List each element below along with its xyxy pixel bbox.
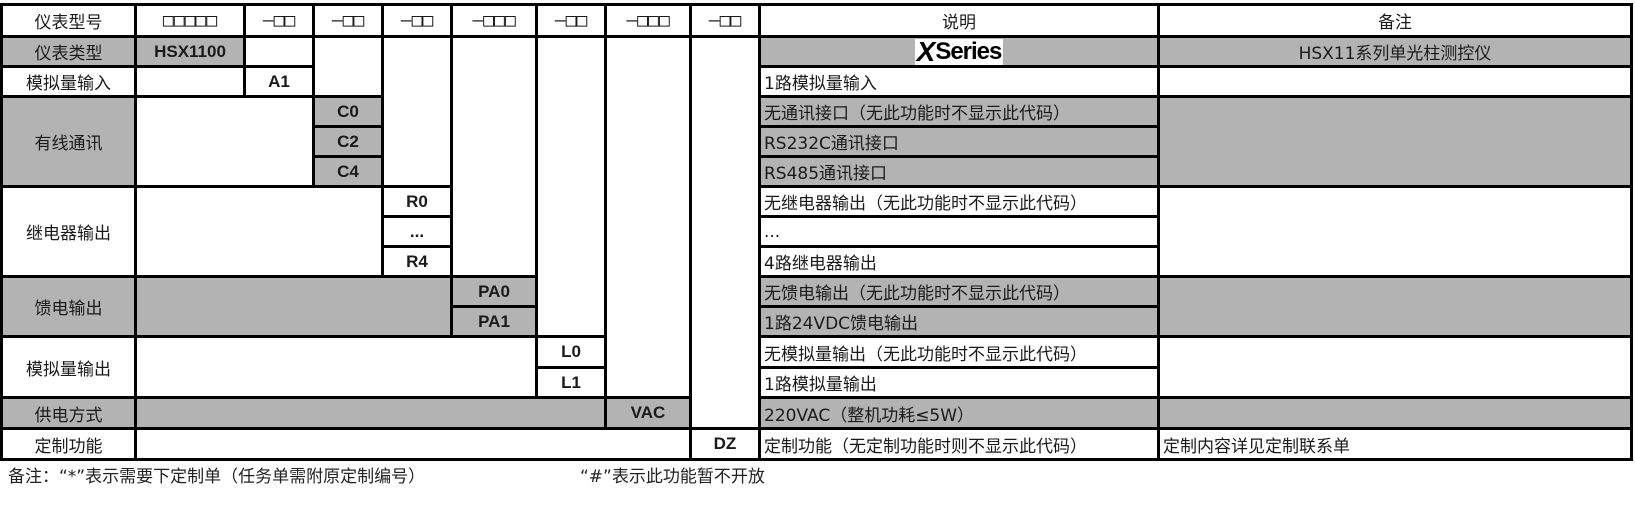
analog-input-description: 1路模拟量输入 <box>758 65 1160 98</box>
analog-input-remark <box>1157 65 1633 98</box>
x-series-logo: X Series <box>914 35 1004 67</box>
wired-comm-code-c0: C0 <box>312 95 384 128</box>
analog-input-code: A1 <box>243 65 315 98</box>
type-label: 仪表类型 <box>0 35 137 68</box>
analog-output-label: 模拟量输出 <box>0 335 137 399</box>
wired-comm-code-c2: C2 <box>312 125 384 158</box>
analog-output-code-l0: L0 <box>535 335 607 369</box>
relay-output-label: 继电器输出 <box>0 185 137 278</box>
header-model-code-6: —□□ <box>535 3 607 38</box>
wired-comm-empty <box>134 95 315 188</box>
col5-empty-upper <box>450 35 538 278</box>
feed-output-code-pa0: PA0 <box>450 275 538 308</box>
type-empty-col2 <box>243 35 315 68</box>
header-model-code-3: —□□ <box>312 3 384 38</box>
feed-output-empty <box>134 275 453 338</box>
custom-code: DZ <box>689 427 761 461</box>
header-model-code-4: —□□ <box>381 3 453 38</box>
relay-output-desc-r4: 4路继电器输出 <box>758 245 1160 278</box>
custom-description: 定制功能（无定制功能时则不显示此代码） <box>758 427 1160 461</box>
header-model-code-7: —□□□ <box>604 3 692 38</box>
type-description-logo-cell: X Series <box>758 35 1160 68</box>
analog-output-desc-l0: 无模拟量输出（无此功能时不显示此代码） <box>758 335 1160 369</box>
x-mark-icon: X <box>916 35 936 67</box>
relay-output-code-ellipsis: ... <box>381 215 453 248</box>
wired-comm-label: 有线通讯 <box>0 95 137 188</box>
wired-comm-desc-c2: RS232C通讯接口 <box>758 125 1160 158</box>
header-description: 说明 <box>758 3 1160 38</box>
relay-output-desc-ellipsis: ... <box>758 215 1160 248</box>
type-remark: HSX11系列单光柱测控仪 <box>1157 35 1633 68</box>
type-code: HSX1100 <box>134 35 246 68</box>
relay-output-empty <box>134 185 384 278</box>
header-model-code-2: —□□ <box>243 3 315 38</box>
analog-output-desc-l1: 1路模拟量输出 <box>758 366 1160 399</box>
wired-comm-remark <box>1157 95 1633 188</box>
col8-empty-upper <box>689 35 761 430</box>
col6-empty-upper <box>535 35 607 338</box>
feed-output-desc-pa1: 1路24VDC馈电输出 <box>758 305 1160 338</box>
wired-comm-desc-c0: 无通讯接口（无此功能时不显示此代码） <box>758 95 1160 128</box>
custom-remark: 定制内容详见定制联系单 <box>1157 427 1633 461</box>
power-supply-description: 220VAC（整机功耗≤5W） <box>758 396 1160 430</box>
power-supply-code: VAC <box>604 396 692 430</box>
analog-input-empty <box>134 65 246 98</box>
custom-label: 定制功能 <box>0 427 137 461</box>
logo-text: Series <box>935 37 1002 65</box>
col7-empty-upper <box>604 35 692 399</box>
analog-input-label: 模拟量输入 <box>0 65 137 98</box>
col4-empty-upper <box>381 35 453 188</box>
analog-output-remark <box>1157 335 1633 399</box>
relay-output-remark <box>1157 185 1633 278</box>
feed-output-code-pa1: PA1 <box>450 305 538 338</box>
header-model-code-1: □□□□□ <box>134 3 246 38</box>
power-supply-empty <box>134 396 607 430</box>
wired-comm-code-c4: C4 <box>312 155 384 188</box>
model-selection-table: 仪表型号 □□□□□ —□□ —□□ —□□ —□□□ —□□ —□□□ —□□… <box>0 3 1633 461</box>
feed-output-remark <box>1157 275 1633 338</box>
power-supply-label: 供电方式 <box>0 396 137 430</box>
analog-output-empty <box>134 335 538 399</box>
wired-comm-desc-c4: RS485通讯接口 <box>758 155 1160 188</box>
feed-output-desc-pa0: 无馈电输出（无此功能时不显示此代码） <box>758 275 1160 308</box>
power-supply-remark <box>1157 396 1633 430</box>
relay-output-desc-r0: 无继电器输出（无此功能时不显示此代码） <box>758 185 1160 218</box>
header-model-code-5: —□□□ <box>450 3 538 38</box>
header-row-label: 仪表型号 <box>0 3 137 38</box>
custom-empty <box>134 427 692 461</box>
relay-output-code-r0: R0 <box>381 185 453 218</box>
header-remarks: 备注 <box>1157 3 1633 38</box>
header-model-code-8: —□□ <box>689 3 761 38</box>
footer-note-unavailable: “#”表示此功能暂不开放 <box>580 467 765 487</box>
col3-empty-upper <box>312 35 384 98</box>
relay-output-code-r4: R4 <box>381 245 453 278</box>
feed-output-label: 馈电输出 <box>0 275 137 338</box>
footer-note-custom-order: 备注：“*”表示需要下定制单（任务单需附原定制编号） <box>8 467 426 487</box>
analog-output-code-l1: L1 <box>535 366 607 399</box>
